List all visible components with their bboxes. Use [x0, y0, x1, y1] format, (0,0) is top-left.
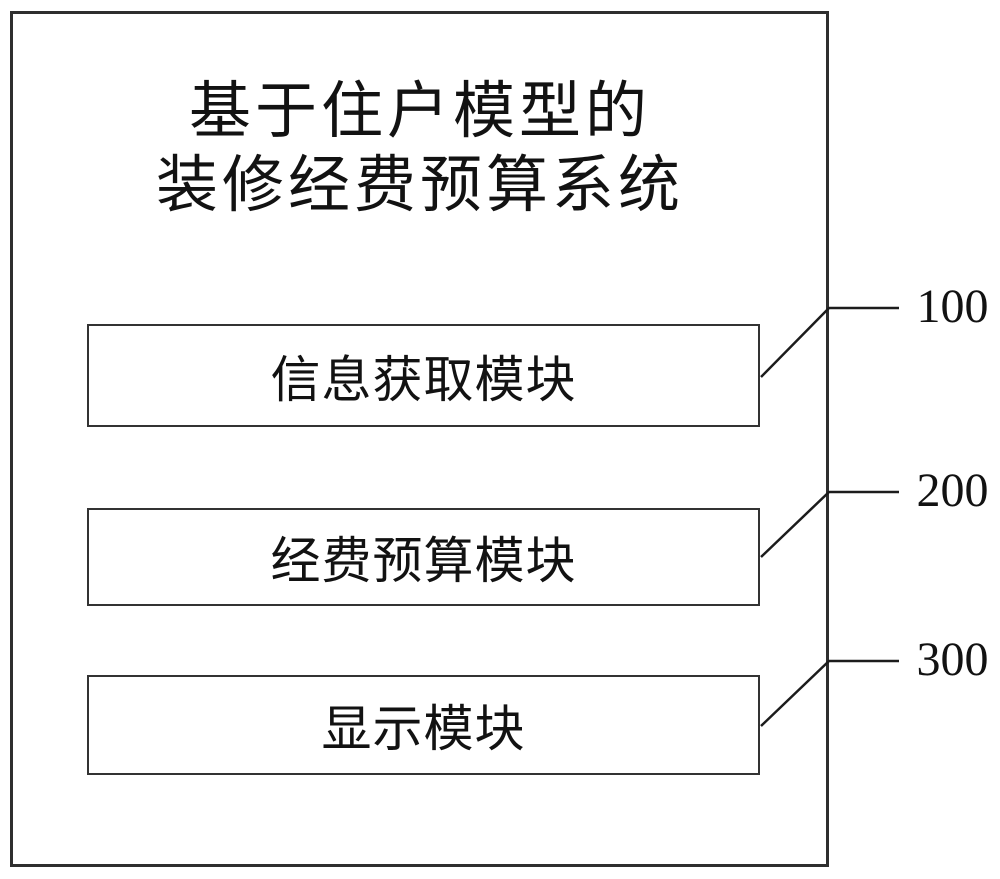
- module-label-display: 显示模块: [321, 700, 526, 758]
- ref-number-100: 100: [916, 280, 989, 333]
- ref-number-200: 200: [916, 464, 989, 517]
- module-label-budget: 经费预算模块: [270, 532, 577, 590]
- ref-number-300: 300: [916, 633, 989, 686]
- diagram-title-line2: 装修经费预算系统: [155, 148, 684, 221]
- diagram-title: 基于住户模型的 装修经费预算系统: [11, 74, 829, 222]
- module-box-budget: 经费预算模块: [87, 508, 760, 606]
- module-box-information-acquisition: 信息获取模块: [87, 324, 760, 427]
- module-label-information-acquisition: 信息获取模块: [270, 350, 577, 409]
- diagram-title-line1: 基于住户模型的: [188, 74, 651, 147]
- module-box-display: 显示模块: [87, 675, 760, 775]
